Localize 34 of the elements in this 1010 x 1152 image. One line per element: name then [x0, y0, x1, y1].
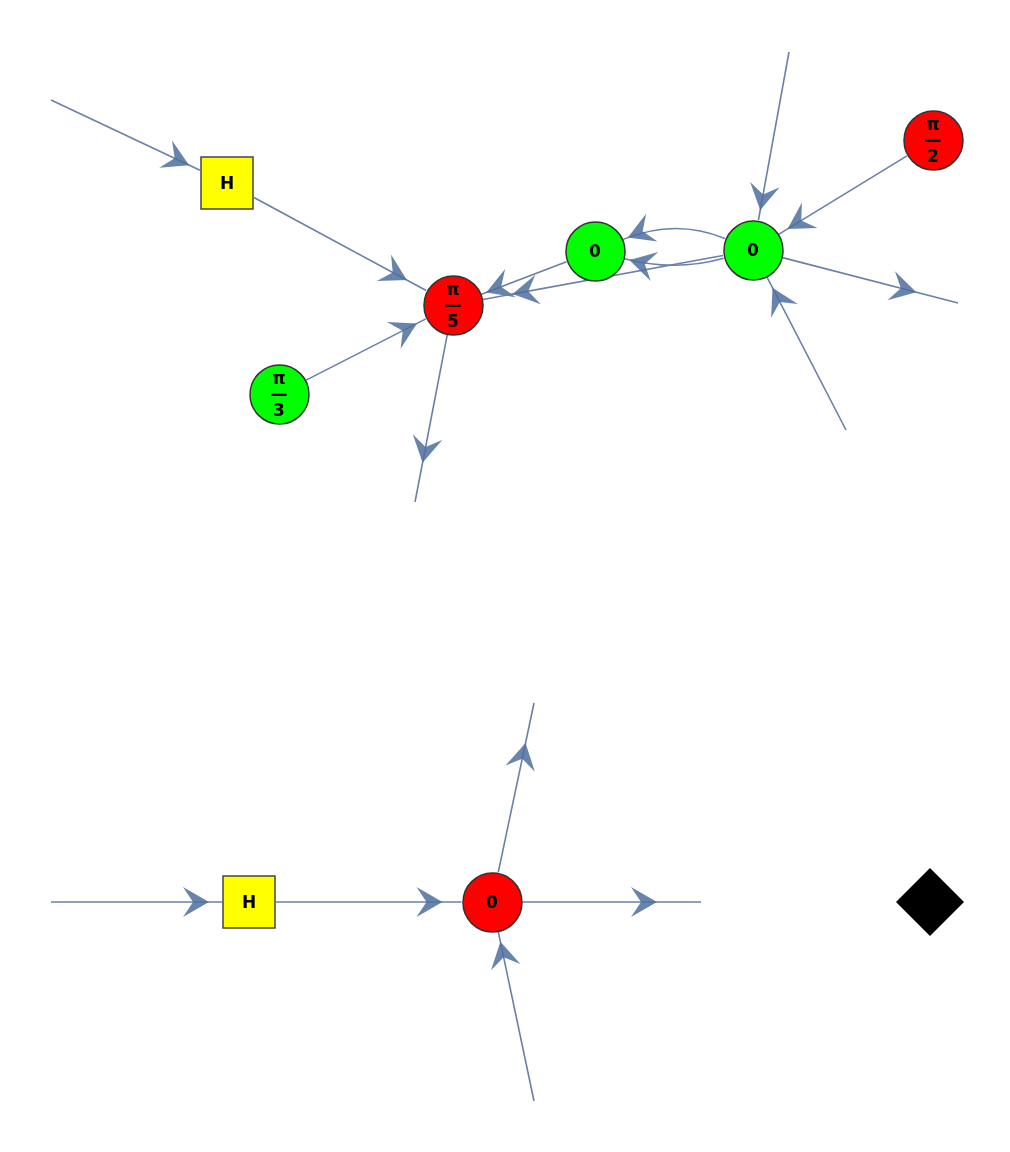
arrow [497, 702, 535, 873]
arrow [766, 276, 847, 431]
node-label: 0 [588, 242, 602, 260]
arrow [750, 51, 790, 221]
arrow [491, 931, 535, 1102]
node-label: π — 5 [443, 280, 463, 330]
spider-circle [722, 219, 784, 281]
arrow [50, 99, 201, 172]
node-label: H [240, 893, 258, 911]
node-label: π — 3 [269, 369, 289, 419]
arrow [305, 318, 427, 381]
node-label: π — 2 [923, 115, 943, 165]
arrow [623, 251, 725, 281]
arrow [482, 254, 724, 305]
node-label: 0 [485, 893, 499, 911]
spider-circle [564, 220, 626, 282]
arrow [480, 261, 568, 298]
diamond-node [895, 867, 965, 937]
spider-circle [422, 274, 484, 336]
spider-circle [248, 363, 310, 425]
arrow [781, 256, 959, 304]
arrow [778, 155, 908, 235]
arrow [50, 887, 223, 917]
node-label: H [218, 174, 236, 192]
arrow [275, 887, 463, 917]
gate-box [200, 156, 254, 210]
gate-box [222, 875, 276, 929]
spider-circle [902, 109, 964, 171]
arrow [412, 334, 449, 503]
arrow [521, 887, 702, 917]
node-label: 0 [746, 241, 760, 259]
spider-circle [461, 871, 523, 933]
arrow [253, 196, 427, 292]
arrow [622, 214, 726, 243]
